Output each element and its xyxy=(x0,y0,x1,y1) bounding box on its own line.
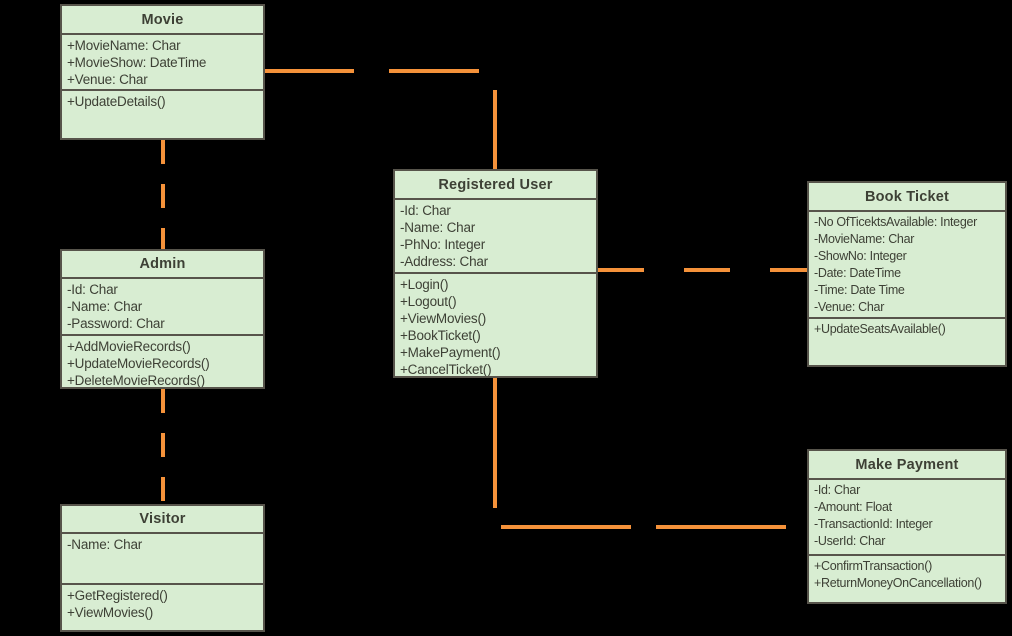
attribute-line: -Date: DateTime xyxy=(814,266,901,280)
attribute-line: -TransactionId: Integer xyxy=(814,517,933,531)
class-methods: +Login() +Logout() +ViewMovies() +BookTi… xyxy=(395,272,596,376)
attribute-line: -Amount: Float xyxy=(814,500,892,514)
method-line: +ViewMovies() xyxy=(67,605,154,620)
method-line: +AddMovieRecords() xyxy=(67,339,191,354)
method-line: +UpdateMovieRecords() xyxy=(67,356,210,371)
attribute-line: -Id: Char xyxy=(814,483,860,497)
class-admin[interactable]: Admin -Id: Char -Name: Char -Password: C… xyxy=(60,249,265,389)
attribute-line: -Address: Char xyxy=(400,254,488,269)
class-title: Registered User xyxy=(395,171,596,200)
class-visitor[interactable]: Visitor -Name: Char +GetRegistered() +Vi… xyxy=(60,504,265,632)
attribute-line: -UserId: Char xyxy=(814,534,886,548)
class-attributes: -Id: Char -Name: Char -PhNo: Integer -Ad… xyxy=(395,200,596,272)
method-line: +Login() xyxy=(400,277,449,292)
connector-movie-to-registered-user xyxy=(264,69,497,169)
class-registered-user[interactable]: Registered User -Id: Char -Name: Char -P… xyxy=(393,169,598,378)
class-movie[interactable]: Movie +MovieName: Char +MovieShow: DateT… xyxy=(60,4,265,140)
method-line: +CancelTicket() xyxy=(400,362,492,376)
attribute-line: -Id: Char xyxy=(67,282,118,297)
attribute-line: +MovieName: Char xyxy=(67,38,181,53)
class-methods: +UpdateDetails() xyxy=(62,89,263,138)
attribute-line: -Time: Date Time xyxy=(814,283,905,297)
attribute-line: +MovieShow: DateTime xyxy=(67,55,207,70)
attribute-line: -Name: Char xyxy=(400,220,476,235)
class-methods: +AddMovieRecords() +UpdateMovieRecords()… xyxy=(62,334,263,387)
method-line: +UpdateDetails() xyxy=(67,94,166,109)
attribute-line: -Name: Char xyxy=(67,299,143,314)
class-book-ticket[interactable]: Book Ticket -No OfTicektsAvailable: Inte… xyxy=(807,181,1007,367)
attribute-line: -No OfTicektsAvailable: Integer xyxy=(814,215,977,229)
attribute-line: -Venue: Char xyxy=(814,300,885,314)
class-attributes: -Id: Char -Amount: Float -TransactionId:… xyxy=(809,480,1005,554)
class-title: Admin xyxy=(62,251,263,279)
method-line: +ReturnMoneyOnCancellation() xyxy=(814,576,982,590)
attribute-line: +Venue: Char xyxy=(67,72,148,87)
class-title: Book Ticket xyxy=(809,183,1005,212)
class-make-payment[interactable]: Make Payment -Id: Char -Amount: Float -T… xyxy=(807,449,1007,604)
attribute-line: -Password: Char xyxy=(67,316,165,331)
class-attributes: +MovieName: Char +MovieShow: DateTime +V… xyxy=(62,35,263,89)
attribute-line: -Id: Char xyxy=(400,203,451,218)
class-title: Visitor xyxy=(62,506,263,534)
class-title: Movie xyxy=(62,6,263,35)
class-attributes: -No OfTicektsAvailable: Integer -MovieNa… xyxy=(809,212,1005,317)
method-line: +Logout() xyxy=(400,294,457,309)
method-line: +UpdateSeatsAvailable() xyxy=(814,322,946,336)
attribute-line: -PhNo: Integer xyxy=(400,237,485,252)
method-line: +MakePayment() xyxy=(400,345,501,360)
method-line: +DeleteMovieRecords() xyxy=(67,373,205,387)
method-line: +GetRegistered() xyxy=(67,588,168,603)
class-methods: +GetRegistered() +ViewMovies() xyxy=(62,583,263,630)
attribute-line: -ShowNo: Integer xyxy=(814,249,907,263)
class-attributes: -Id: Char -Name: Char -Password: Char xyxy=(62,279,263,334)
method-line: +ViewMovies() xyxy=(400,311,487,326)
attribute-line: -MovieName: Char xyxy=(814,232,915,246)
class-attributes: -Name: Char xyxy=(62,534,263,583)
class-methods: +ConfirmTransaction() +ReturnMoneyOnCanc… xyxy=(809,554,1005,602)
method-line: +BookTicket() xyxy=(400,328,481,343)
connector-registered-user-to-make-payment xyxy=(493,378,807,529)
class-title: Make Payment xyxy=(809,451,1005,480)
attribute-line: -Name: Char xyxy=(67,537,143,552)
method-line: +ConfirmTransaction() xyxy=(814,559,932,573)
class-methods: +UpdateSeatsAvailable() xyxy=(809,317,1005,365)
